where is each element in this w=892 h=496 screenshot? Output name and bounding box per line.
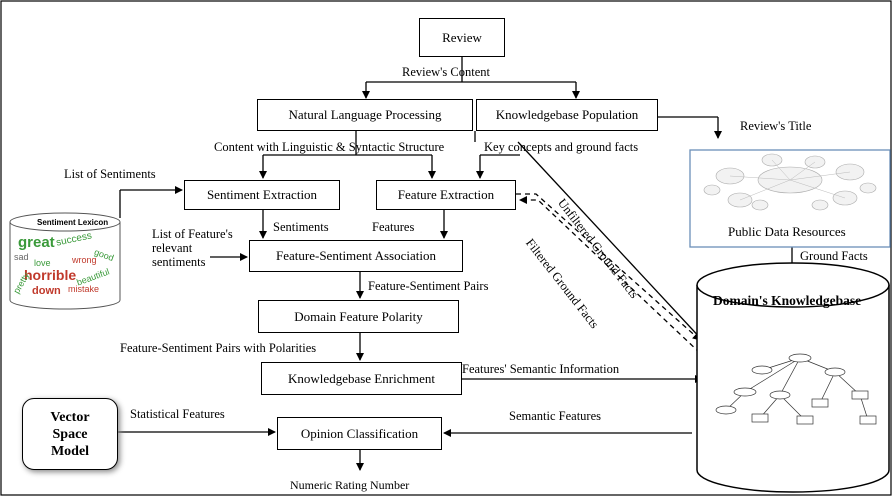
domain-feature-polarity-label: Domain Feature Polarity — [294, 308, 423, 324]
dashed-unfiltered-ground-facts — [516, 193, 701, 341]
content-structure-label: Content with Linguistic & Syntactic Stru… — [214, 140, 445, 154]
lexicon-word: sad — [14, 252, 29, 262]
sentiment-extraction-box: Sentiment Extraction — [184, 180, 340, 210]
nlp-label: Natural Language Processing — [288, 107, 442, 122]
review-label: Review — [442, 29, 482, 45]
statistical-features-label: Statistical Features — [130, 407, 225, 421]
lexicon-word: love — [34, 258, 51, 268]
pairs-polarities-label: Feature-Sentiment Pairs with Polarities — [120, 341, 317, 355]
fs-pairs-label: Feature-Sentiment Pairs — [368, 279, 489, 293]
kb-enrichment-box: Knowledgebase Enrichment — [261, 362, 462, 395]
sentiment-extraction-label: Sentiment Extraction — [206, 187, 318, 202]
public-data-cluster — [689, 149, 891, 248]
lexicon-word: down — [32, 285, 61, 297]
vector-space-model-box: Vector Space Model — [22, 398, 118, 470]
sentiment-lexicon-cylinder — [9, 212, 121, 310]
kb-population-box: Knowledgebase Population — [476, 99, 658, 131]
sentiments-label: Sentiments — [273, 220, 329, 234]
semantic-features-label: Semantic Features — [509, 409, 601, 423]
feature-sentiment-association-label: Feature-Sentiment Association — [276, 248, 436, 263]
lexicon-word: great — [18, 234, 55, 251]
lexicon-word: wrong — [72, 255, 97, 265]
relevant-sentiments-label: List of Feature's relevant sentiments — [152, 227, 233, 269]
nlp-box: Natural Language Processing — [257, 99, 473, 131]
domains-kb-label: Domain's Knowledgebase — [713, 293, 862, 308]
ground-facts-label: Ground Facts — [800, 249, 868, 263]
semantic-information-label: Features' Semantic Information — [462, 362, 620, 376]
reviews-content-label: Review's Content — [402, 65, 491, 79]
sentiment-lexicon-label: Sentiment Lexicon — [37, 218, 109, 227]
list-of-sentiments-label: List of Sentiments — [64, 167, 156, 181]
public-data-label: Public Data Resources — [728, 224, 846, 239]
reviews-title-label: Review's Title — [740, 119, 812, 133]
feature-extraction-box: Feature Extraction — [376, 180, 516, 210]
numeric-rating-label: Numeric Rating Number — [290, 478, 410, 492]
review-box: Review — [419, 18, 505, 57]
features-label: Features — [372, 220, 415, 234]
lexicon-word: success — [55, 230, 93, 249]
lexicon-word-cloud: great success good sad love wrong horrib… — [10, 228, 120, 298]
domain-feature-polarity-box: Domain Feature Polarity — [258, 300, 459, 333]
vector-space-model-label: Vector Space Model — [50, 409, 90, 459]
kb-graph — [715, 353, 877, 425]
kb-population-label: Knowledgebase Population — [495, 107, 639, 122]
lexicon-word: horrible — [24, 267, 77, 283]
feature-sentiment-association-box: Feature-Sentiment Association — [249, 240, 463, 272]
opinion-classification-label: Opinion Classification — [300, 425, 419, 441]
opinion-classification-box: Opinion Classification — [277, 417, 442, 450]
lexicon-word: mistake — [68, 284, 100, 294]
key-concepts-label: Key concepts and ground facts — [484, 140, 639, 154]
domain-kb-cylinder — [696, 262, 890, 493]
dashed-filtered-ground-facts — [519, 196, 701, 354]
kb-enrichment-label: Knowledgebase Enrichment — [288, 370, 435, 386]
lexicon-word: pretty — [11, 270, 32, 296]
arrow-kbpop-to-domain-kb — [517, 141, 705, 343]
feature-extraction-label: Feature Extraction — [397, 187, 495, 202]
